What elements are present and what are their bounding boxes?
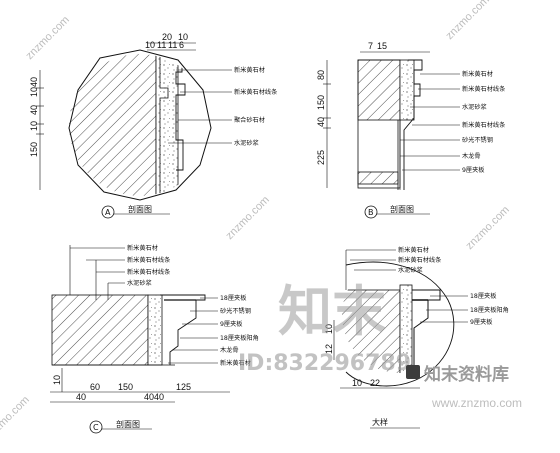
- label-c-10: 新米黄石材: [220, 359, 251, 367]
- dim-a-top-2: 10: [178, 32, 188, 42]
- dim-c-bottom-5: 40: [144, 392, 154, 402]
- watermark-diag-2: znzmo.com: [24, 14, 72, 62]
- dim-c-bottom-3: 125: [176, 382, 191, 392]
- dim-a-left-3: 40: [29, 105, 39, 115]
- caption-a: 剖面图: [128, 204, 152, 214]
- label-c-5: 18厘夹板: [220, 294, 246, 302]
- dim-c-bottom-4: 40: [76, 392, 86, 402]
- label-c-7: 9厘夹板: [220, 320, 243, 328]
- label-c-3: 新米黄石材线条: [127, 268, 170, 276]
- dim-a-left-5: 150: [29, 142, 39, 157]
- caption-c: 剖面图: [116, 419, 140, 429]
- dim-a-top-3: 10: [145, 40, 155, 50]
- caption-detail: 大样: [372, 417, 388, 427]
- label-c-9: 木龙骨: [220, 346, 239, 354]
- marker-c: C: [93, 423, 99, 432]
- marker-c-circle: [89, 420, 103, 434]
- dim-c-bottom-2: 150: [118, 382, 133, 392]
- label-d-3: 水泥砂浆: [398, 266, 423, 274]
- section-c: 新米黄石材 新米黄石材线条 新米黄石材线条 水泥砂浆 18厘夹板 砂光不锈钢 9…: [50, 244, 259, 434]
- dim-b-left-4: 225: [316, 150, 326, 165]
- dim-b-left-2: 150: [316, 95, 326, 110]
- label-b-1: 新米黄石材: [462, 70, 493, 78]
- label-a-2: 新米黄石材线条: [234, 88, 277, 96]
- caption-b: 剖面图: [390, 204, 414, 214]
- label-b-4: 新米黄石材线条: [462, 121, 505, 129]
- label-b-7: 9厘夹板: [462, 166, 485, 174]
- dim-c-bottom-1: 60: [90, 382, 100, 392]
- label-b-5: 砂光不锈钢: [462, 136, 493, 144]
- label-a-4: 水泥砂浆: [234, 139, 259, 147]
- dim-c-bottom-6: 40: [154, 392, 164, 402]
- brand-name: 知末资料库: [423, 364, 509, 385]
- dim-d-left-2: 12: [324, 344, 334, 354]
- label-d-5: 18厘夹板阳角: [470, 306, 509, 314]
- label-a-3: 聚合砂石材: [234, 116, 265, 124]
- watermark-diag-5: znzmo.com: [464, 204, 512, 252]
- label-c-4: 水泥砂浆: [127, 279, 152, 287]
- dim-a-left-2: 10: [29, 87, 39, 97]
- dim-a-top-6: 6: [179, 40, 184, 50]
- dim-b-left-3: 40: [316, 117, 326, 127]
- dim-d-bottom-1: 10: [352, 378, 362, 388]
- marker-a-circle: [101, 205, 115, 219]
- section-a-outline: [68, 49, 212, 201]
- dim-a-top-4: 11: [157, 40, 166, 50]
- watermark-diag-1: znzmo.com: [0, 394, 32, 442]
- label-b-3: 水泥砂浆: [462, 103, 487, 111]
- label-d-2: 新米黄石材线条: [398, 256, 441, 264]
- brand-logo-icon: [406, 365, 420, 379]
- dim-b-left-1: 80: [316, 70, 326, 80]
- watermark-diag-4: znzmo.com: [444, 0, 492, 42]
- marker-a: A: [105, 208, 111, 217]
- dim-a-left-1: 40: [29, 77, 39, 87]
- section-b: 7 15 80 150 40 225 新米黄石材 新米黄石材线条 水泥砂浆 新米…: [316, 41, 505, 219]
- label-c-6: 砂光不锈钢: [220, 307, 251, 315]
- dim-d-left-1: 10: [324, 324, 334, 334]
- dim-a-top-1: 20: [162, 32, 172, 42]
- label-c-2: 新米黄石材线条: [127, 256, 170, 264]
- dim-b-top-2: 15: [377, 41, 387, 51]
- section-a: 20 10 10 11 11 6 40 10 40 10 150 新米黄石材 新…: [29, 32, 277, 219]
- label-d-4: 18厘夹板: [470, 292, 496, 300]
- watermark-id-text: ID:832296789: [238, 351, 411, 376]
- dim-b-top-1: 7: [368, 41, 373, 51]
- marker-b-circle: [364, 205, 378, 219]
- label-d-1: 新米黄石材: [398, 246, 429, 254]
- marker-b: B: [368, 208, 374, 217]
- label-b-6: 木龙骨: [462, 152, 481, 160]
- watermark-diag-3: znzmo.com: [224, 194, 272, 242]
- label-c-8: 18厘夹板阳角: [220, 334, 259, 342]
- brand-url: www.znzmo.com: [431, 396, 522, 410]
- dim-a-left-4: 10: [29, 121, 39, 131]
- dim-c-left-1: 10: [52, 375, 62, 385]
- label-c-1: 新米黄石材: [127, 244, 158, 252]
- label-b-2: 新米黄石材线条: [462, 85, 505, 93]
- dim-a-top-5: 11: [168, 40, 177, 50]
- label-a-1: 新米黄石材: [234, 66, 265, 74]
- dim-d-bottom-2: 22: [370, 378, 380, 388]
- label-d-6: 9厘夹板: [470, 318, 493, 326]
- watermark-logo-text: 知末: [278, 280, 386, 343]
